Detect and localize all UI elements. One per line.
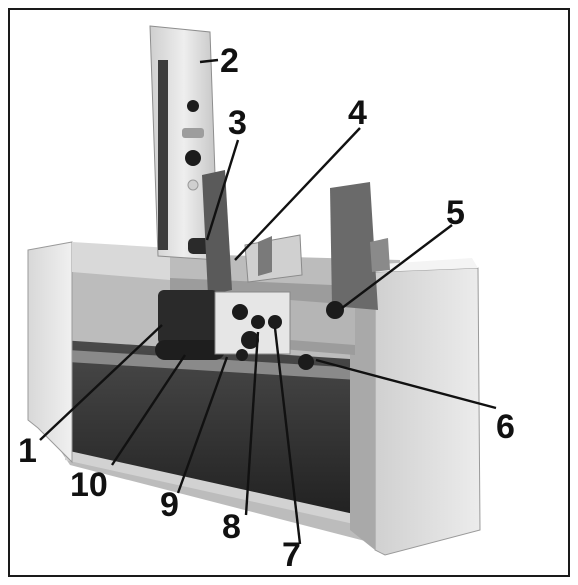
callout-10: 10 [70, 466, 108, 504]
callout-6: 6 [496, 408, 515, 446]
callout-1: 1 [18, 432, 37, 470]
callout-4: 4 [348, 94, 367, 132]
left-end-panel [27, 241, 170, 464]
callout-9: 9 [160, 486, 179, 524]
rear-hopper-plate [330, 182, 390, 310]
figure-frame: 1 2 3 4 5 6 7 8 9 10 [8, 8, 570, 577]
callout-8: 8 [222, 508, 241, 546]
machine-illustration [27, 25, 497, 556]
leader-lines [39, 58, 497, 545]
callout-7: 7 [282, 536, 301, 574]
callout-2: 2 [220, 42, 239, 80]
callout-5: 5 [446, 194, 465, 232]
right-end-housing [350, 258, 481, 556]
callout-3: 3 [228, 104, 247, 142]
guide-plates [202, 170, 303, 295]
